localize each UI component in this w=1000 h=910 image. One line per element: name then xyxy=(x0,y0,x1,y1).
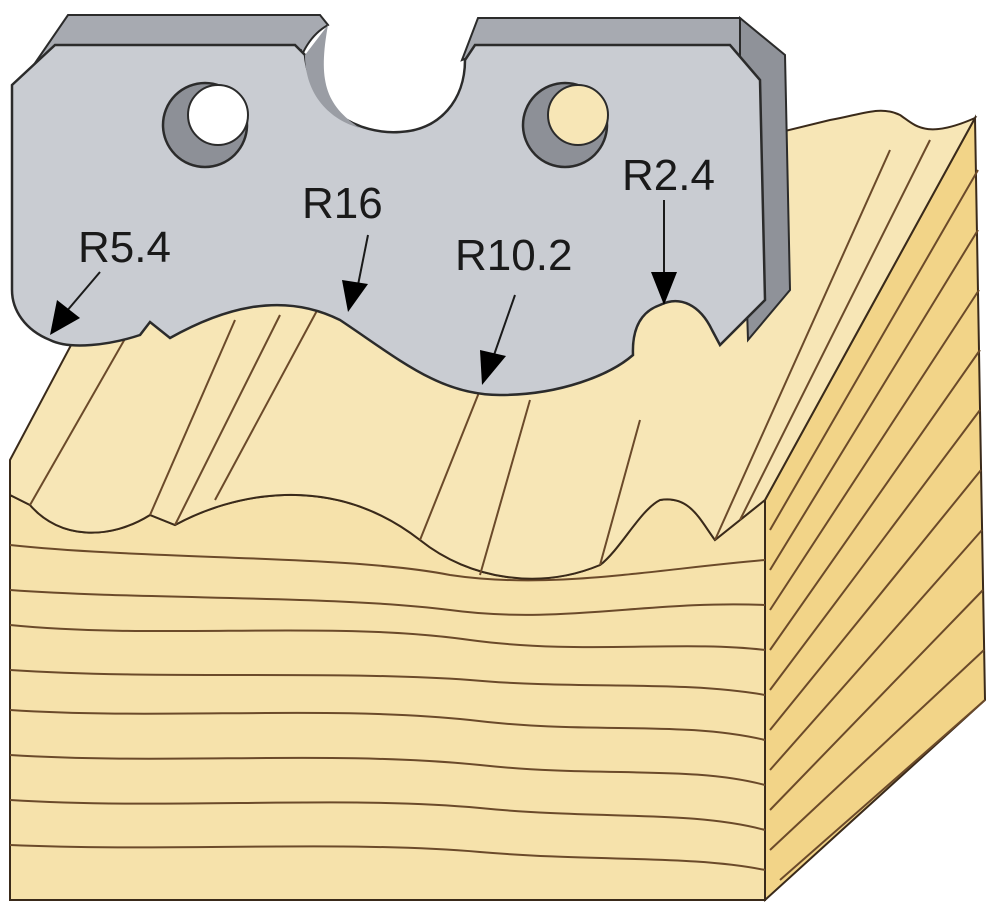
leader-r16 xyxy=(357,234,369,286)
profile-grain xyxy=(29,139,931,576)
bolt-hole-right xyxy=(521,81,609,169)
arrowhead-r5-4 xyxy=(50,300,80,335)
label-r2-4: R2.4 xyxy=(622,151,715,200)
wood-front-face xyxy=(9,493,766,901)
leader-r10-2 xyxy=(493,294,516,356)
arrowhead-r2-4 xyxy=(651,272,677,305)
arrowhead-r10-2 xyxy=(480,350,506,385)
end-face-grain xyxy=(769,169,986,881)
bolt-hole-left xyxy=(161,81,249,169)
leader-r5-4 xyxy=(65,271,101,313)
label-r5-4: R5.4 xyxy=(78,223,171,272)
knife-notch-shade xyxy=(305,25,360,128)
label-r10-2: R10.2 xyxy=(455,231,572,280)
cutter-knife xyxy=(10,14,792,397)
radius-annotations: R5.4 R16 R10.2 R2.4 xyxy=(50,151,715,385)
arrowhead-r16 xyxy=(342,280,368,312)
front-face-grain xyxy=(9,544,766,871)
label-r16: R16 xyxy=(302,179,383,228)
